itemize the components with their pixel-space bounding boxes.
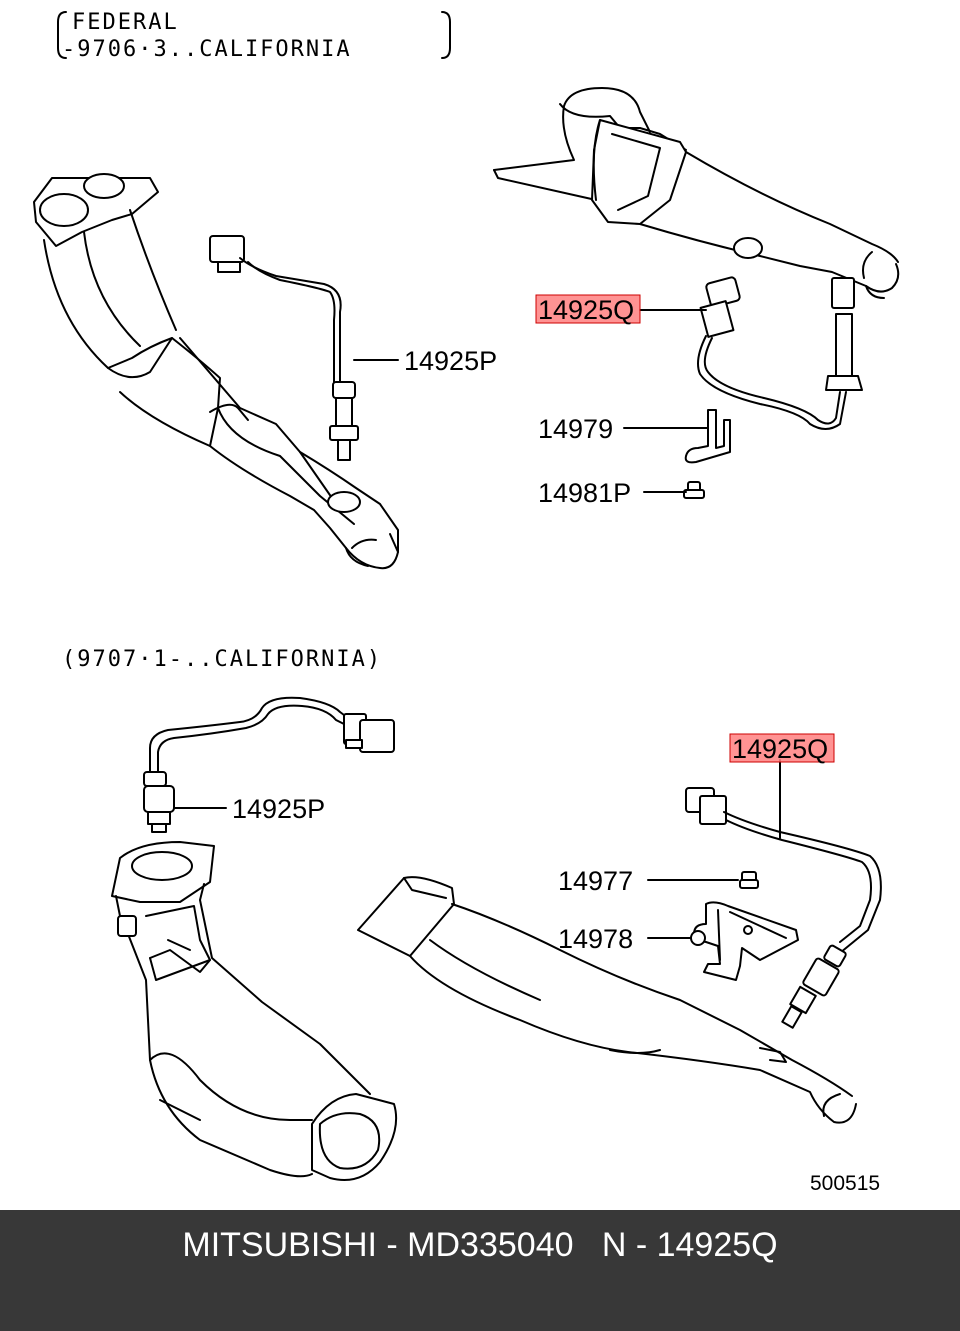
callout-14925Q-top: 14925Q bbox=[538, 295, 634, 325]
callout-14925P-bottom: 14925P bbox=[232, 794, 325, 824]
callout-highlight-bottom bbox=[729, 733, 835, 763]
header-line-california: -9706·3..CALIFORNIA bbox=[62, 37, 352, 62]
callout-14981P: 14981P bbox=[538, 478, 631, 508]
callout-14978: 14978 bbox=[558, 924, 633, 954]
header-bracket-left bbox=[57, 11, 67, 59]
callout-14925P-top: 14925P bbox=[404, 346, 497, 376]
bolt-14981P bbox=[683, 481, 705, 499]
exhaust-manifold-front-pipe bbox=[33, 173, 399, 570]
callout-highlight-top bbox=[535, 294, 641, 324]
exhaust-pipe-bottom-right bbox=[357, 876, 857, 1124]
bolt-14977 bbox=[739, 871, 759, 889]
bracket-14979 bbox=[684, 409, 731, 464]
section-heading-california: (9707·1-..CALIFORNIA) bbox=[62, 647, 382, 672]
callout-14979: 14979 bbox=[538, 414, 613, 444]
header-bracket-right bbox=[441, 11, 451, 59]
oxygen-sensor-bottom-right bbox=[685, 787, 882, 1029]
callout-14977: 14977 bbox=[558, 866, 633, 896]
oxygen-sensor-top-left bbox=[209, 235, 359, 461]
part-number-footer: MITSUBISHI - MD335040 N - 14925Q bbox=[0, 1210, 960, 1331]
callout-14925Q-bottom: 14925Q bbox=[732, 734, 828, 764]
oxygen-sensor-top-right bbox=[697, 276, 863, 430]
figure-code: 500515 bbox=[810, 1172, 880, 1195]
bracket-14978 bbox=[690, 901, 799, 981]
exhaust-pipe-top-right bbox=[493, 87, 900, 299]
catalytic-converter bbox=[111, 841, 398, 1181]
oxygen-sensor-bottom-left bbox=[143, 696, 395, 833]
header-line-federal: FEDERAL bbox=[72, 10, 179, 35]
parts-diagram: FEDERAL -9706·3..CALIFORNIA 14925P bbox=[33, 10, 900, 1195]
